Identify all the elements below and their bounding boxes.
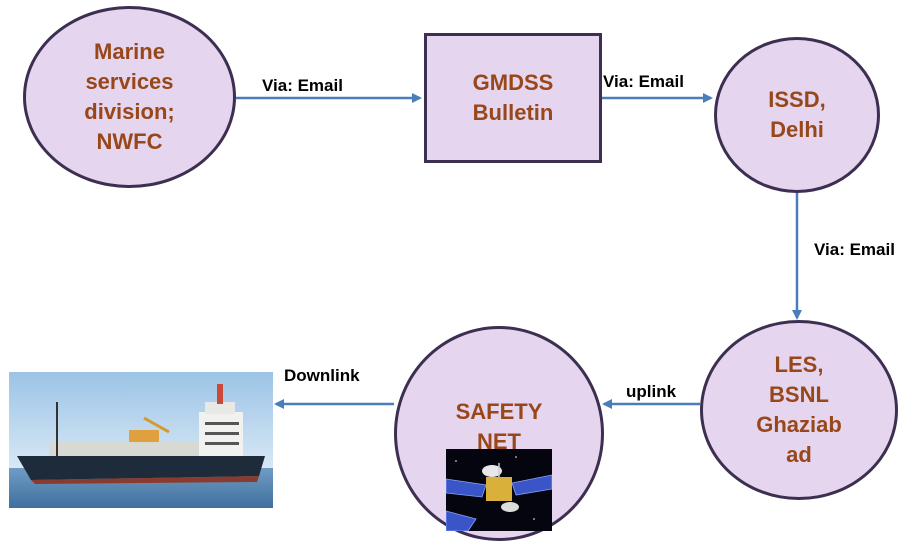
edge-label-issd-to-les: Via: Email — [814, 240, 895, 259]
node-marine-services-label: Marine services division; NWFC — [84, 39, 175, 154]
node-issd-delhi-label: ISSD, Delhi — [768, 87, 826, 142]
edge-label-safety-to-ship: Downlink — [284, 366, 360, 385]
node-gmdss-bulletin: GMDSS Bulletin — [424, 33, 602, 163]
node-safety-net-label: SAFETY NET — [455, 399, 543, 454]
node-gmdss-bulletin-label: GMDSS Bulletin — [472, 70, 554, 125]
node-marine-services: Marine services division; NWFC — [23, 6, 236, 188]
edge-label-marine-to-gmdss: Via: Email — [262, 76, 343, 95]
edge-label-les-to-safety: uplink — [626, 382, 677, 401]
node-issd-delhi: ISSD, Delhi — [714, 37, 880, 193]
node-safety-net: SAFETY NET — [394, 326, 604, 541]
ship-image — [9, 372, 273, 508]
edge-label-gmdss-to-issd: Via: Email — [603, 72, 684, 91]
node-les-bsnl: LES, BSNL Ghaziab ad — [700, 320, 898, 500]
satellite-icon — [446, 449, 552, 531]
node-les-bsnl-label: LES, BSNL Ghaziab ad — [756, 352, 842, 467]
